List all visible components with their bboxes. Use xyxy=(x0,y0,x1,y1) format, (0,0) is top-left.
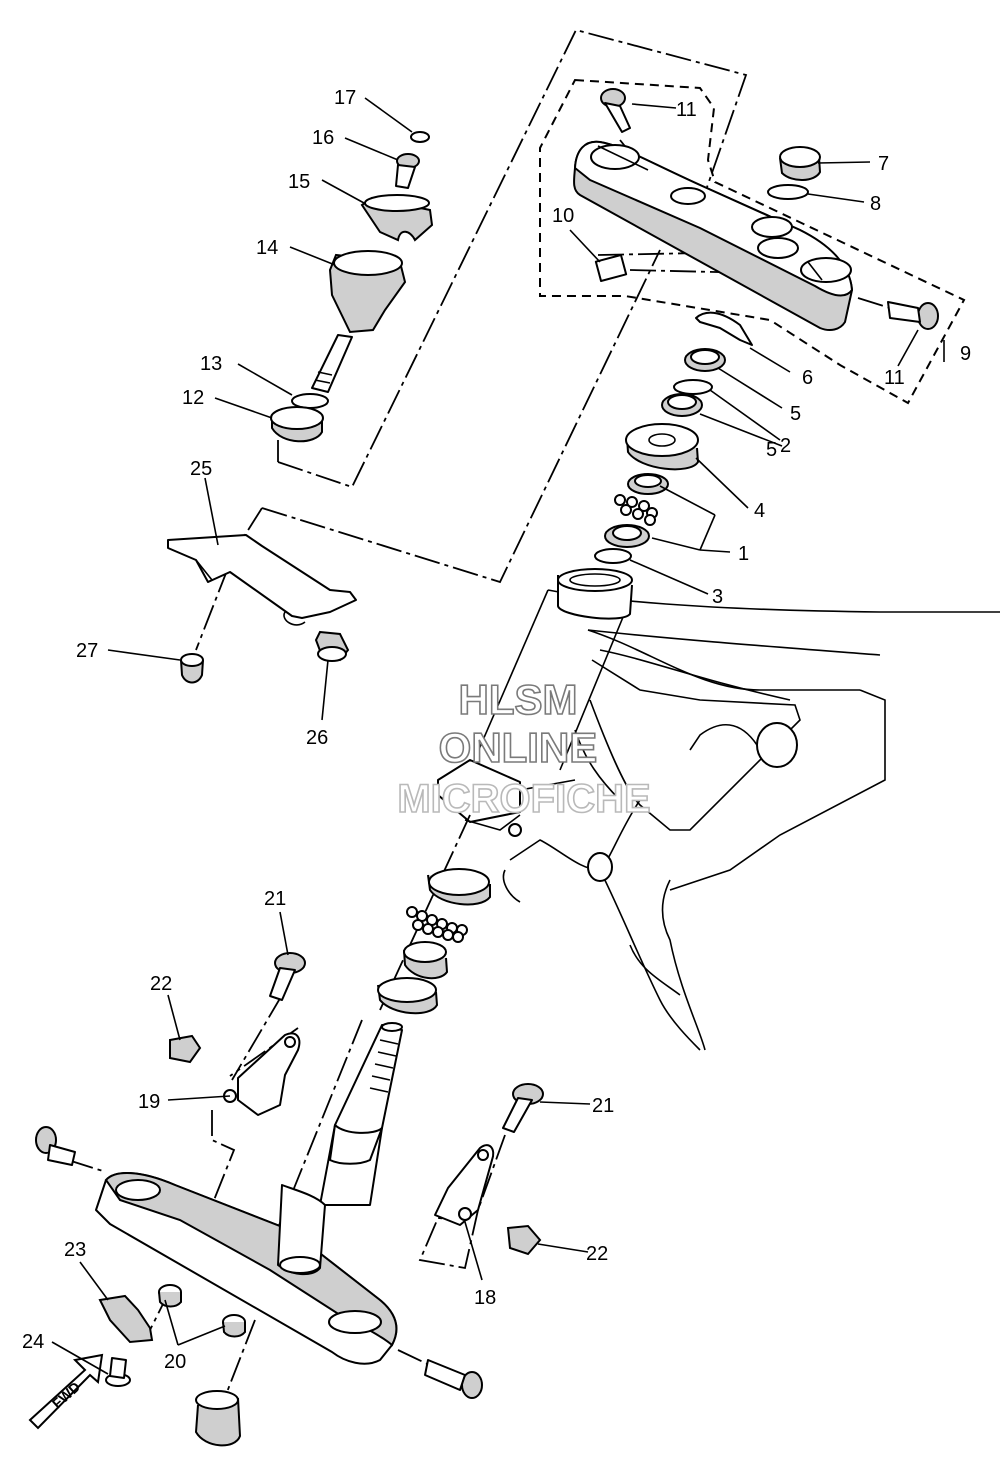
washer-13 xyxy=(291,393,329,409)
callout-3: 3 xyxy=(712,586,723,608)
watermark: HLSM ONLINE MICROFICHE xyxy=(397,675,652,822)
callout-labels: 1 2 3 4 5 5 6 7 8 9 10 11 11 12 13 14 15… xyxy=(22,87,971,1373)
ring-nut-5-upper xyxy=(684,348,726,372)
washer-3 xyxy=(594,548,632,564)
nut-27 xyxy=(180,653,204,684)
lower-bracket xyxy=(95,1172,398,1365)
bracket-18 xyxy=(434,1144,495,1226)
callout-8: 8 xyxy=(870,193,881,215)
upper-bracket xyxy=(573,140,854,331)
bolt-upper-left xyxy=(35,1126,76,1166)
bearing-race-lower xyxy=(604,524,650,548)
watermark-line-3: MICROFICHE xyxy=(397,777,650,821)
clip-22-left xyxy=(169,1034,202,1064)
bolt-21-right xyxy=(502,1083,544,1133)
watermark-line-1: HLSM xyxy=(459,676,578,723)
washer-2 xyxy=(673,379,713,395)
callout-13: 13 xyxy=(200,353,222,375)
callout-7: 7 xyxy=(878,153,889,175)
callout-21b: 21 xyxy=(592,1095,614,1117)
callout-21a: 21 xyxy=(264,888,286,910)
callout-10: 10 xyxy=(552,205,574,227)
cushion-12 xyxy=(270,406,324,443)
callout-11b: 11 xyxy=(884,367,905,389)
lower-seal xyxy=(427,868,491,906)
callout-25: 25 xyxy=(190,458,212,480)
label-plate xyxy=(594,253,628,283)
callout-2: 2 xyxy=(780,435,791,457)
callout-16: 16 xyxy=(312,127,334,149)
grommet-bottom xyxy=(194,1390,242,1447)
callout-14: 14 xyxy=(256,237,278,259)
clip-26 xyxy=(314,630,350,662)
riser-14 xyxy=(311,250,407,393)
watermark-line-2: ONLINE xyxy=(439,724,598,771)
clamp-15 xyxy=(360,194,434,242)
callout-11a: 11 xyxy=(676,99,697,121)
lock-washer-6 xyxy=(695,311,753,346)
callout-22b: 22 xyxy=(586,1243,608,1265)
bolt-21-left xyxy=(269,952,306,1001)
callout-26: 26 xyxy=(306,727,328,749)
head-pipe xyxy=(437,568,633,837)
callout-4: 4 xyxy=(754,500,765,522)
callout-17: 17 xyxy=(334,87,356,109)
callout-9: 9 xyxy=(960,343,971,365)
bracket-19 xyxy=(223,1032,301,1116)
bolt-24 xyxy=(105,1357,131,1387)
dust-seal-4 xyxy=(625,423,700,471)
callout-20: 20 xyxy=(164,1351,186,1373)
callout-27: 27 xyxy=(76,640,98,662)
ring-nut-5-lower xyxy=(661,393,703,417)
bolt-lower-right xyxy=(424,1359,483,1399)
bracket-25 xyxy=(167,534,357,626)
callout-1: 1 xyxy=(738,543,749,565)
bolt-11-top xyxy=(600,88,631,133)
lower-race xyxy=(403,941,449,980)
fwd-arrow: FWD xyxy=(28,1353,104,1430)
washer-8 xyxy=(767,184,809,200)
leader-lines xyxy=(51,97,945,1375)
nuts-20 xyxy=(158,1284,246,1338)
callout-24: 24 xyxy=(22,1331,44,1353)
callout-5a: 5 xyxy=(790,403,801,425)
callout-6: 6 xyxy=(802,367,813,389)
nut-7 xyxy=(779,146,822,181)
clip-22-right xyxy=(506,1224,542,1256)
bolt-11-right xyxy=(887,301,939,330)
callout-12: 12 xyxy=(182,387,204,409)
frame-outline xyxy=(459,589,1000,1051)
assembly-boundary-9 xyxy=(539,78,966,405)
clamp-23 xyxy=(98,1294,154,1344)
ball-bearings-lower xyxy=(406,906,468,943)
ball-bearings-upper xyxy=(614,494,658,526)
callout-15: 15 xyxy=(288,171,310,193)
washer-17 xyxy=(410,131,430,143)
callout-19: 19 xyxy=(138,1091,160,1113)
callout-23: 23 xyxy=(64,1239,86,1261)
bearing-race-upper xyxy=(627,473,669,495)
callout-18: 18 xyxy=(474,1287,496,1309)
steering-stem xyxy=(319,1022,403,1206)
callout-5b: 5 xyxy=(766,439,777,461)
lower-bearing-seat xyxy=(377,977,439,1015)
callout-22a: 22 xyxy=(150,973,172,995)
bolt-16 xyxy=(395,153,420,189)
